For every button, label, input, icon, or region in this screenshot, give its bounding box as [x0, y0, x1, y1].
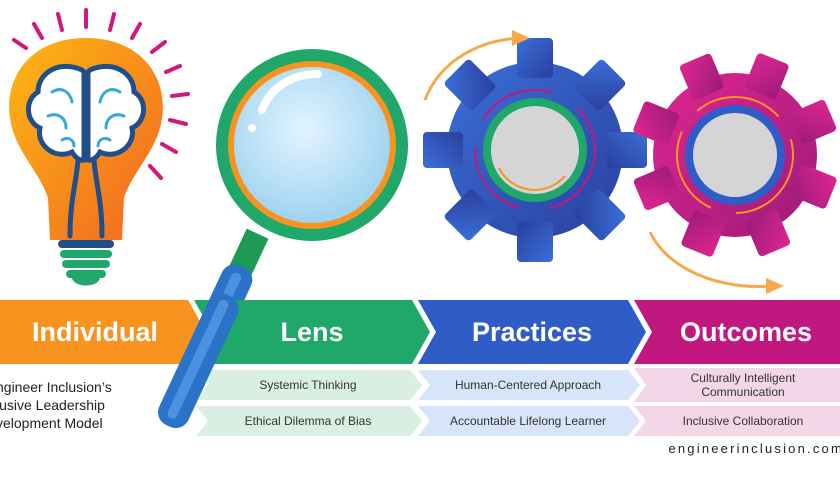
blue-gear-icon	[423, 38, 647, 262]
lens-item: Ethical Dilemma of Bias	[244, 414, 372, 428]
stage-label-lens: Lens	[280, 317, 344, 347]
caption-line: lusive Leadership	[0, 397, 105, 413]
website-url: engineerinclusion.com	[668, 441, 840, 456]
magenta-gear-icon	[633, 53, 837, 257]
caption-line: velopment Model	[0, 415, 103, 431]
stage-label-practices: Practices	[471, 317, 593, 347]
model-caption: ngineer Inclusion’s lusive Leadership ve…	[0, 378, 146, 432]
practices-item: Human-Centered Approach	[454, 378, 602, 392]
caption-line: ngineer Inclusion’s	[0, 379, 112, 395]
practices-item: Accountable Lifelong Learner	[449, 414, 607, 428]
outcomes-item: Inclusive Collaboration	[682, 414, 804, 428]
item-chips	[196, 368, 840, 436]
lightbulb-brain-icon	[9, 8, 190, 286]
lens-item: Systemic Thinking	[259, 378, 357, 392]
stage-label-individual: Individual	[31, 317, 158, 347]
stage-label-outcomes: Outcomes	[679, 317, 813, 347]
stage-banner	[0, 300, 840, 364]
outcomes-item: Culturally Intelligent Communication	[690, 371, 796, 399]
